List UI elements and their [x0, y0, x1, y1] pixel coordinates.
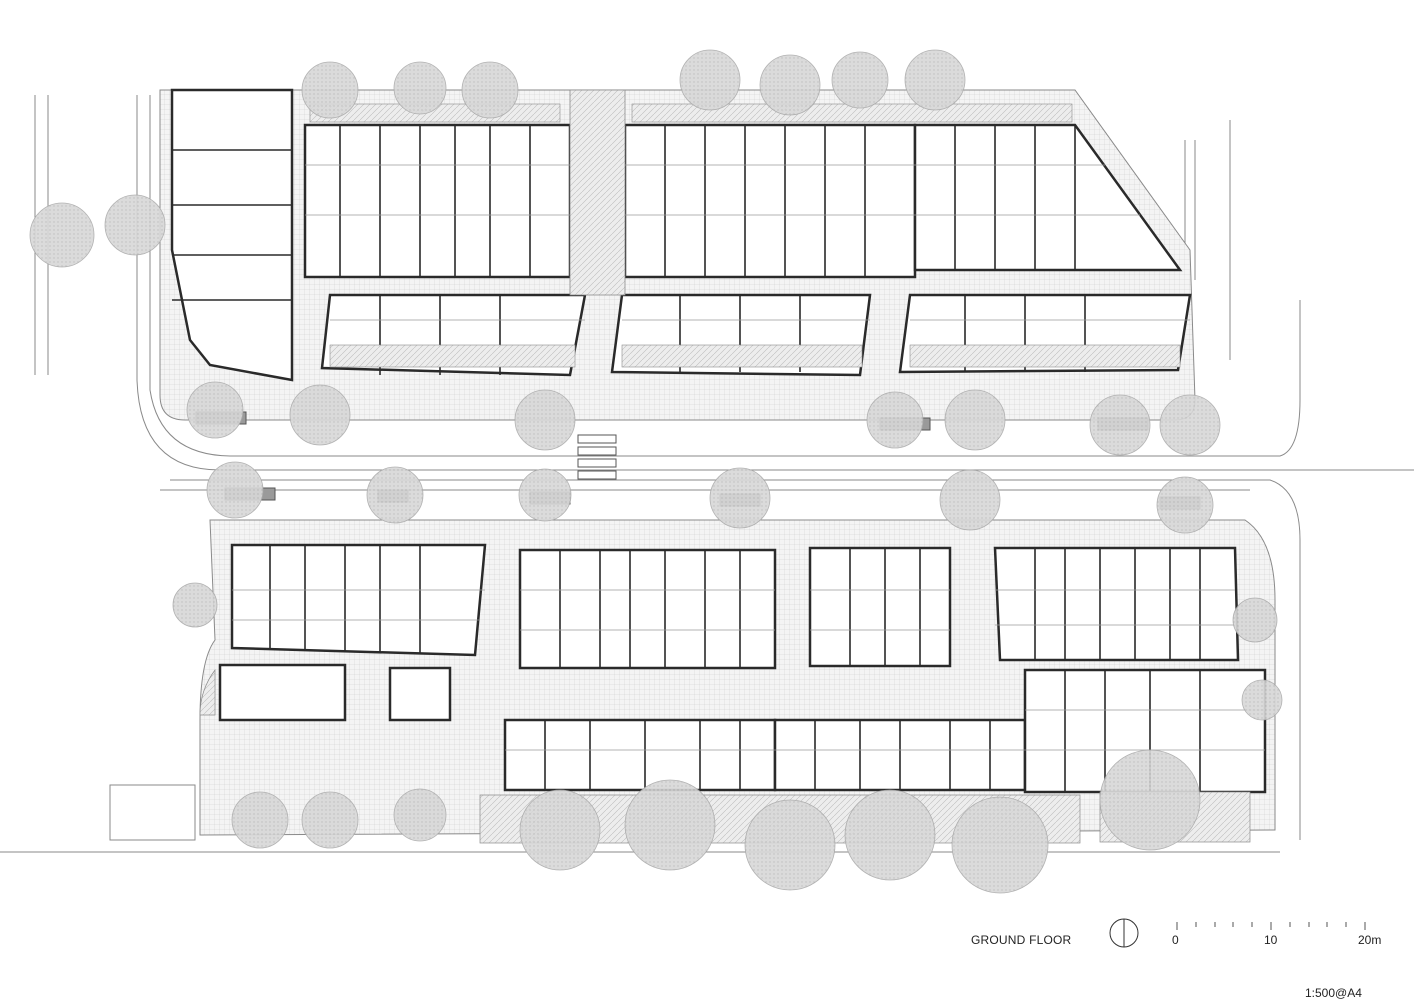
scale-bar [1176, 922, 1366, 930]
south-west-structure [109, 784, 196, 841]
south-lower-unit-2 [388, 666, 452, 722]
south-unit-cluster-4 [993, 546, 1240, 662]
north-central-passage [569, 89, 626, 296]
north-arrow-icon [1109, 918, 1139, 948]
scale-tick-label-0: 0 [1172, 933, 1179, 947]
north-upper-row-1 [303, 123, 572, 279]
trees [29, 49, 1283, 894]
south-lower-row-1 [503, 718, 777, 792]
south-unit-cluster-2 [518, 548, 777, 670]
north-upper-row-3 [913, 123, 1183, 272]
drawing-title: GROUND FLOOR [971, 933, 1072, 947]
scale-tick-label-20: 20m [1358, 933, 1382, 947]
south-unit-cluster-3 [808, 546, 952, 668]
south-lower-unit-1 [218, 663, 347, 722]
scale-ratio: 1:500@A4 [1305, 986, 1362, 1000]
south-unit-cluster-1 [230, 543, 487, 657]
north-west-wing [170, 88, 294, 382]
north-upper-row-2 [623, 123, 917, 279]
pedestrian-crossing [577, 434, 617, 480]
scale-tick-label-10: 10 [1264, 933, 1278, 947]
north-block [159, 88, 1201, 510]
